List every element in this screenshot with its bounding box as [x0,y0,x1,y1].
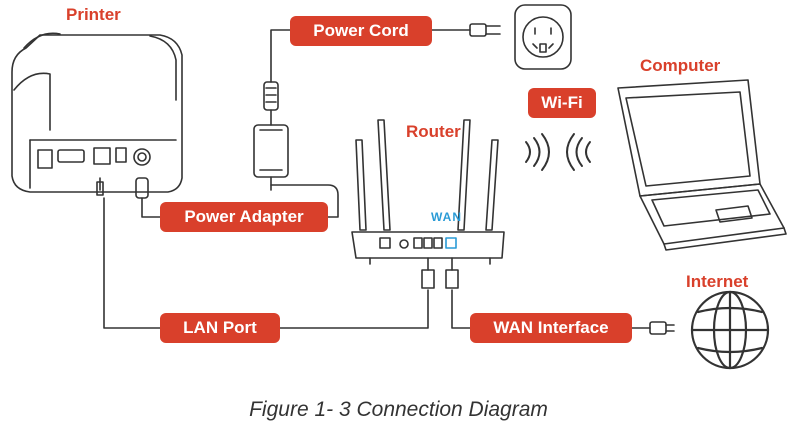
plug-icon [469,23,501,37]
wan-cable-left [451,289,471,329]
wan-port-label: WAN [431,210,462,224]
wan-interface-tag: WAN Interface [470,313,632,343]
power-adapter-tag: Power Adapter [160,202,328,232]
adapter-dc-cable [141,197,161,218]
ethernet-plug-icon [649,321,675,335]
lan-port-tag: LAN Port [160,313,280,343]
wifi-tag: Wi-Fi [528,88,596,118]
laptop-icon [617,79,787,251]
printer-icon [11,32,183,199]
power-cord-tag: Power Cord [290,16,432,46]
lan-cable-right [279,289,429,329]
router-icon [351,119,505,289]
wifi-signal-icon [525,133,591,171]
printer-title: Printer [66,5,121,24]
internet-title: Internet [686,272,749,291]
power-adapter-icon [253,29,339,218]
computer-title: Computer [640,56,721,75]
lan-cable-left [103,197,161,329]
wall-socket-icon [514,4,572,70]
router-title: Router [406,122,461,141]
figure-caption: Figure 1- 3 Connection Diagram [249,398,548,421]
globe-icon [690,290,770,370]
